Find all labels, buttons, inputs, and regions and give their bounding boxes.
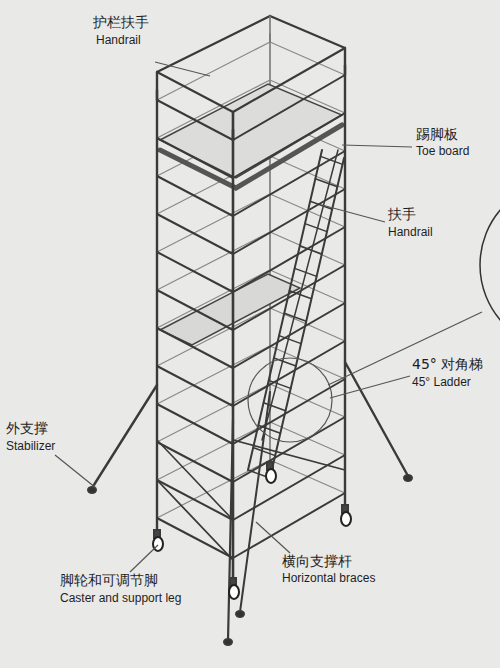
scaffold-tube: [157, 366, 233, 406]
scaffold-tube: [157, 176, 233, 216]
part-label: Caster and support leg: [60, 592, 181, 606]
scaffold-tube: [236, 125, 342, 188]
caster-wheel: [341, 512, 351, 526]
scaffold-tube: [233, 341, 345, 406]
caster-wheel: [266, 469, 276, 483]
part-label: 45° Ladder: [412, 376, 471, 390]
part-label: 横向支撑杆: [282, 553, 352, 569]
scaffold-tube: [160, 150, 236, 188]
leader-lines: [55, 62, 500, 572]
scaffold-tube: [233, 265, 345, 330]
part-label: 脚轮和可调节脚: [60, 572, 158, 588]
scaffold-tube: [157, 138, 233, 178]
scaffold-tube: [156, 72, 158, 100]
scaffold-tube: [233, 493, 345, 558]
scaffold-tube: [233, 417, 345, 482]
part-label: 护栏扶手: [93, 14, 149, 30]
scaffold-tube: [157, 328, 233, 368]
scaffold-tube: [315, 179, 337, 187]
scaffold-tube: [232, 112, 235, 140]
stabilizer-foot: [88, 487, 96, 493]
scaffold-tube: [157, 480, 233, 520]
scaffold-tube: [305, 224, 327, 232]
part-label: 踢脚板: [416, 126, 458, 142]
stabilizer-foot: [404, 475, 412, 481]
scaffold-tube: [157, 404, 233, 444]
scaffold-tube: [270, 158, 344, 478]
scaffold-tube: [157, 518, 233, 558]
scaffold-tube: [157, 214, 233, 254]
part-label: Horizontal braces: [282, 572, 375, 586]
scaffold-tube: [233, 75, 345, 140]
part-label: Stabilizer: [6, 440, 55, 454]
part-label: Toe board: [416, 145, 469, 159]
scaffold-tube: [248, 150, 322, 470]
scaffold-tube: [156, 90, 158, 530]
part-label: 扶手: [388, 206, 416, 222]
scaffold-tube: [157, 72, 233, 112]
scaffold-tube: [157, 252, 233, 292]
scaffold-tube: [233, 48, 345, 112]
scaffold-tube: [228, 420, 233, 640]
scaffold-tube: [233, 189, 345, 254]
scaffold-tube: [232, 130, 235, 578]
scaffold-tube: [92, 385, 157, 488]
part-label: 外支撑: [6, 420, 48, 436]
scaffold-tube: [157, 480, 233, 560]
part-label: Handrail: [388, 226, 433, 240]
part-label: Handrail: [96, 34, 141, 48]
scaffold-tube: [269, 16, 271, 42]
part-label: 45° 对角梯: [412, 356, 483, 372]
scaffold-tube: [157, 442, 233, 482]
scaffold-tube: [233, 440, 345, 470]
scaffold-tube: [157, 440, 233, 520]
stabilizer-foot: [224, 639, 232, 645]
scaffold-tube: [270, 16, 345, 48]
scaffold-tube: [157, 16, 270, 72]
scaffold-tube: [240, 392, 270, 612]
stabilizer-foot: [236, 611, 244, 617]
scaffold-tube: [233, 227, 345, 292]
caster-wheel: [229, 585, 239, 599]
scaffold-tube: [274, 358, 296, 366]
scaffold-tube: [233, 113, 345, 178]
scaffold-tube: [157, 290, 233, 330]
scaffold-tube: [344, 48, 346, 75]
scaffold-tube: [344, 65, 346, 505]
